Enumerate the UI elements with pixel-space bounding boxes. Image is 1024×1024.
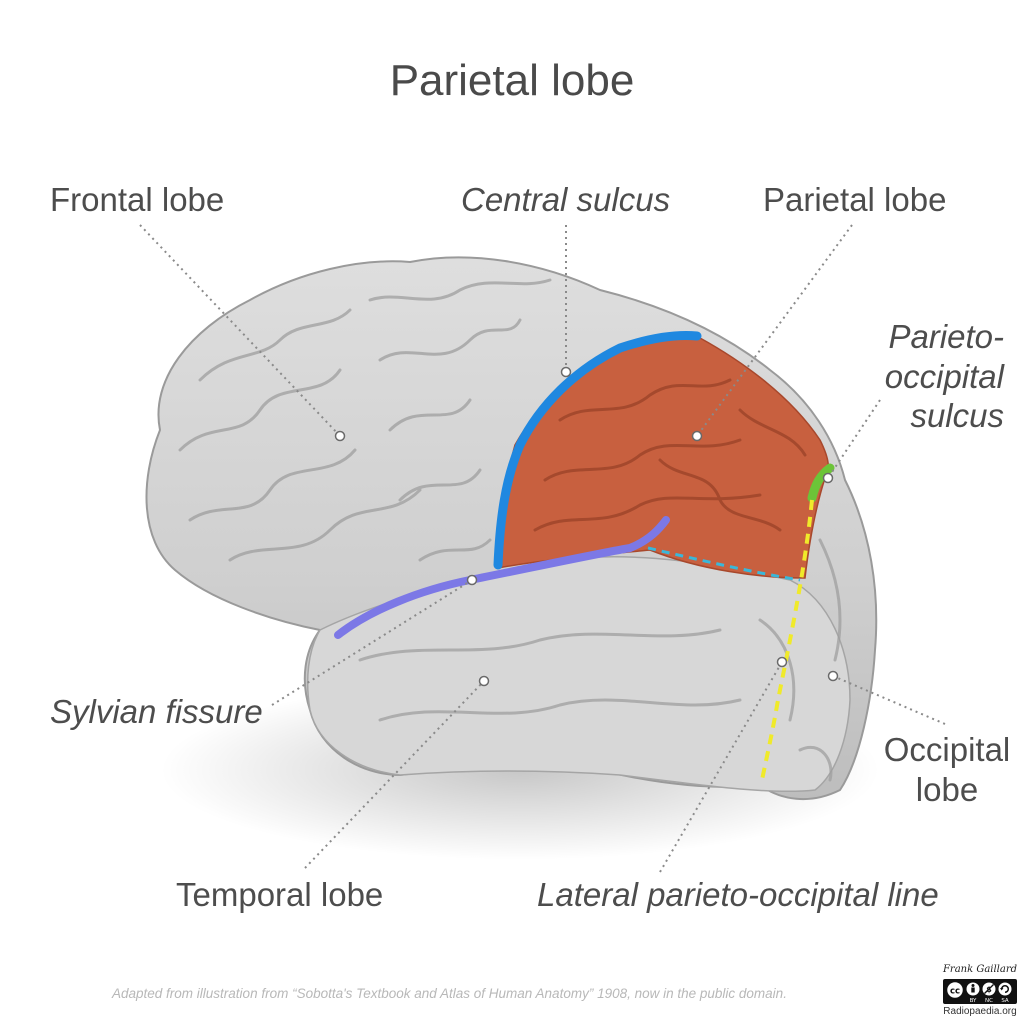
badge-site[interactable]: Radiopaedia.org — [943, 1006, 1017, 1017]
cc-license-icon: cc $ BY NC SA — [943, 979, 1017, 1004]
page-title: Parietal lobe — [389, 56, 635, 105]
label-sylvian-fissure: Sylvian fissure — [50, 693, 263, 730]
badge-author: Frank Gaillard — [942, 964, 1018, 975]
dot-temporal — [478, 675, 490, 687]
label-occipital-line-1: Occipital — [883, 731, 1011, 768]
dot-frontal — [334, 430, 346, 442]
anchor-dots — [334, 366, 839, 687]
sylvian-fissure-line — [334, 516, 670, 639]
label-parietal-lobe: Parietal lobe — [763, 181, 947, 218]
label-parieto-occipital-line-1: Parieto- — [888, 318, 1004, 355]
label-occipital-line-2: lobe — [915, 770, 979, 808]
dot-lateral-line — [776, 656, 788, 668]
label-central-sulcus: Central sulcus — [461, 181, 671, 218]
cc-nc-text: NC — [985, 998, 993, 1004]
label-occipital-lobe: Occipital lobe — [880, 730, 1014, 809]
parieto-occipital-sulcus-mark — [807, 463, 835, 503]
label-frontal-lobe: Frontal lobe — [50, 181, 225, 218]
svg-text:cc: cc — [950, 987, 960, 997]
leader-parieto-occipital — [827, 399, 881, 479]
credit-text: Adapted from illustration from “Sobotta'… — [112, 986, 787, 1001]
label-parieto-occipital-line-2: occipital — [884, 357, 1004, 395]
dot-central-sulcus — [560, 366, 572, 378]
label-lateral-parieto-occipital-line: Lateral parieto-occipital line — [537, 876, 939, 913]
cc-sa-text: SA — [1001, 998, 1009, 1004]
dot-parieto-occipital — [822, 472, 834, 484]
leader-parietal — [696, 224, 853, 437]
dot-parietal — [691, 430, 703, 442]
parietal-gyri-texture — [533, 378, 807, 532]
dot-sylvian — [466, 574, 478, 586]
leader-temporal — [304, 680, 485, 869]
leader-lateral-line — [659, 661, 783, 873]
central-sulcus-line — [493, 331, 702, 570]
leader-occipital — [832, 675, 946, 725]
leader-lines — [139, 224, 946, 873]
gyri-texture — [178, 278, 842, 782]
dot-occipital — [827, 670, 839, 682]
lateral-parieto-occipital-line — [760, 499, 814, 781]
parietal-temporal-boundary — [647, 546, 801, 582]
leader-frontal — [139, 224, 341, 437]
license-badge[interactable]: Frank Gaillard cc $ BY NC SA Radiopaedia… — [940, 964, 1020, 1022]
cc-by-text: BY — [970, 998, 977, 1004]
label-parieto-occipital-sulcus: Parieto- occipital sulcus — [885, 317, 1004, 436]
label-parieto-occipital-line-3: sulcus — [910, 397, 1004, 435]
label-temporal-lobe: Temporal lobe — [176, 876, 384, 913]
